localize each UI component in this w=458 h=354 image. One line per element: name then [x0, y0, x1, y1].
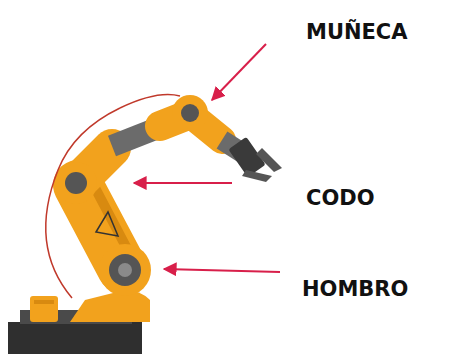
leader-arrow	[164, 269, 280, 272]
leader-arrows	[134, 44, 280, 272]
gripper-claw	[242, 170, 272, 182]
shoulder-joint-inner	[109, 254, 141, 286]
wrist-joint-inner	[181, 104, 199, 122]
gripper-claw	[256, 148, 282, 172]
shoulder-joint	[99, 244, 151, 296]
robot-base	[8, 290, 150, 354]
leader-arrow	[134, 182, 232, 184]
part-label: HOMBRO	[302, 279, 408, 300]
part-label: MUÑECA	[306, 22, 408, 43]
elbow-joint-inner	[65, 172, 87, 194]
base-plate	[8, 322, 142, 354]
elbow-joint	[55, 162, 97, 204]
cables	[46, 95, 180, 299]
upper-arm	[80, 115, 188, 180]
base-box	[30, 296, 58, 322]
base-box-detail	[34, 300, 54, 304]
part-label: CODO	[306, 188, 375, 209]
wrist-joint	[172, 95, 208, 131]
joints	[55, 95, 208, 296]
leader-arrow	[212, 44, 266, 100]
cable	[46, 108, 120, 298]
warning-sign	[96, 212, 118, 236]
shoulder-joint-hub	[118, 263, 132, 277]
base-turret	[70, 290, 150, 322]
cable	[120, 95, 180, 109]
